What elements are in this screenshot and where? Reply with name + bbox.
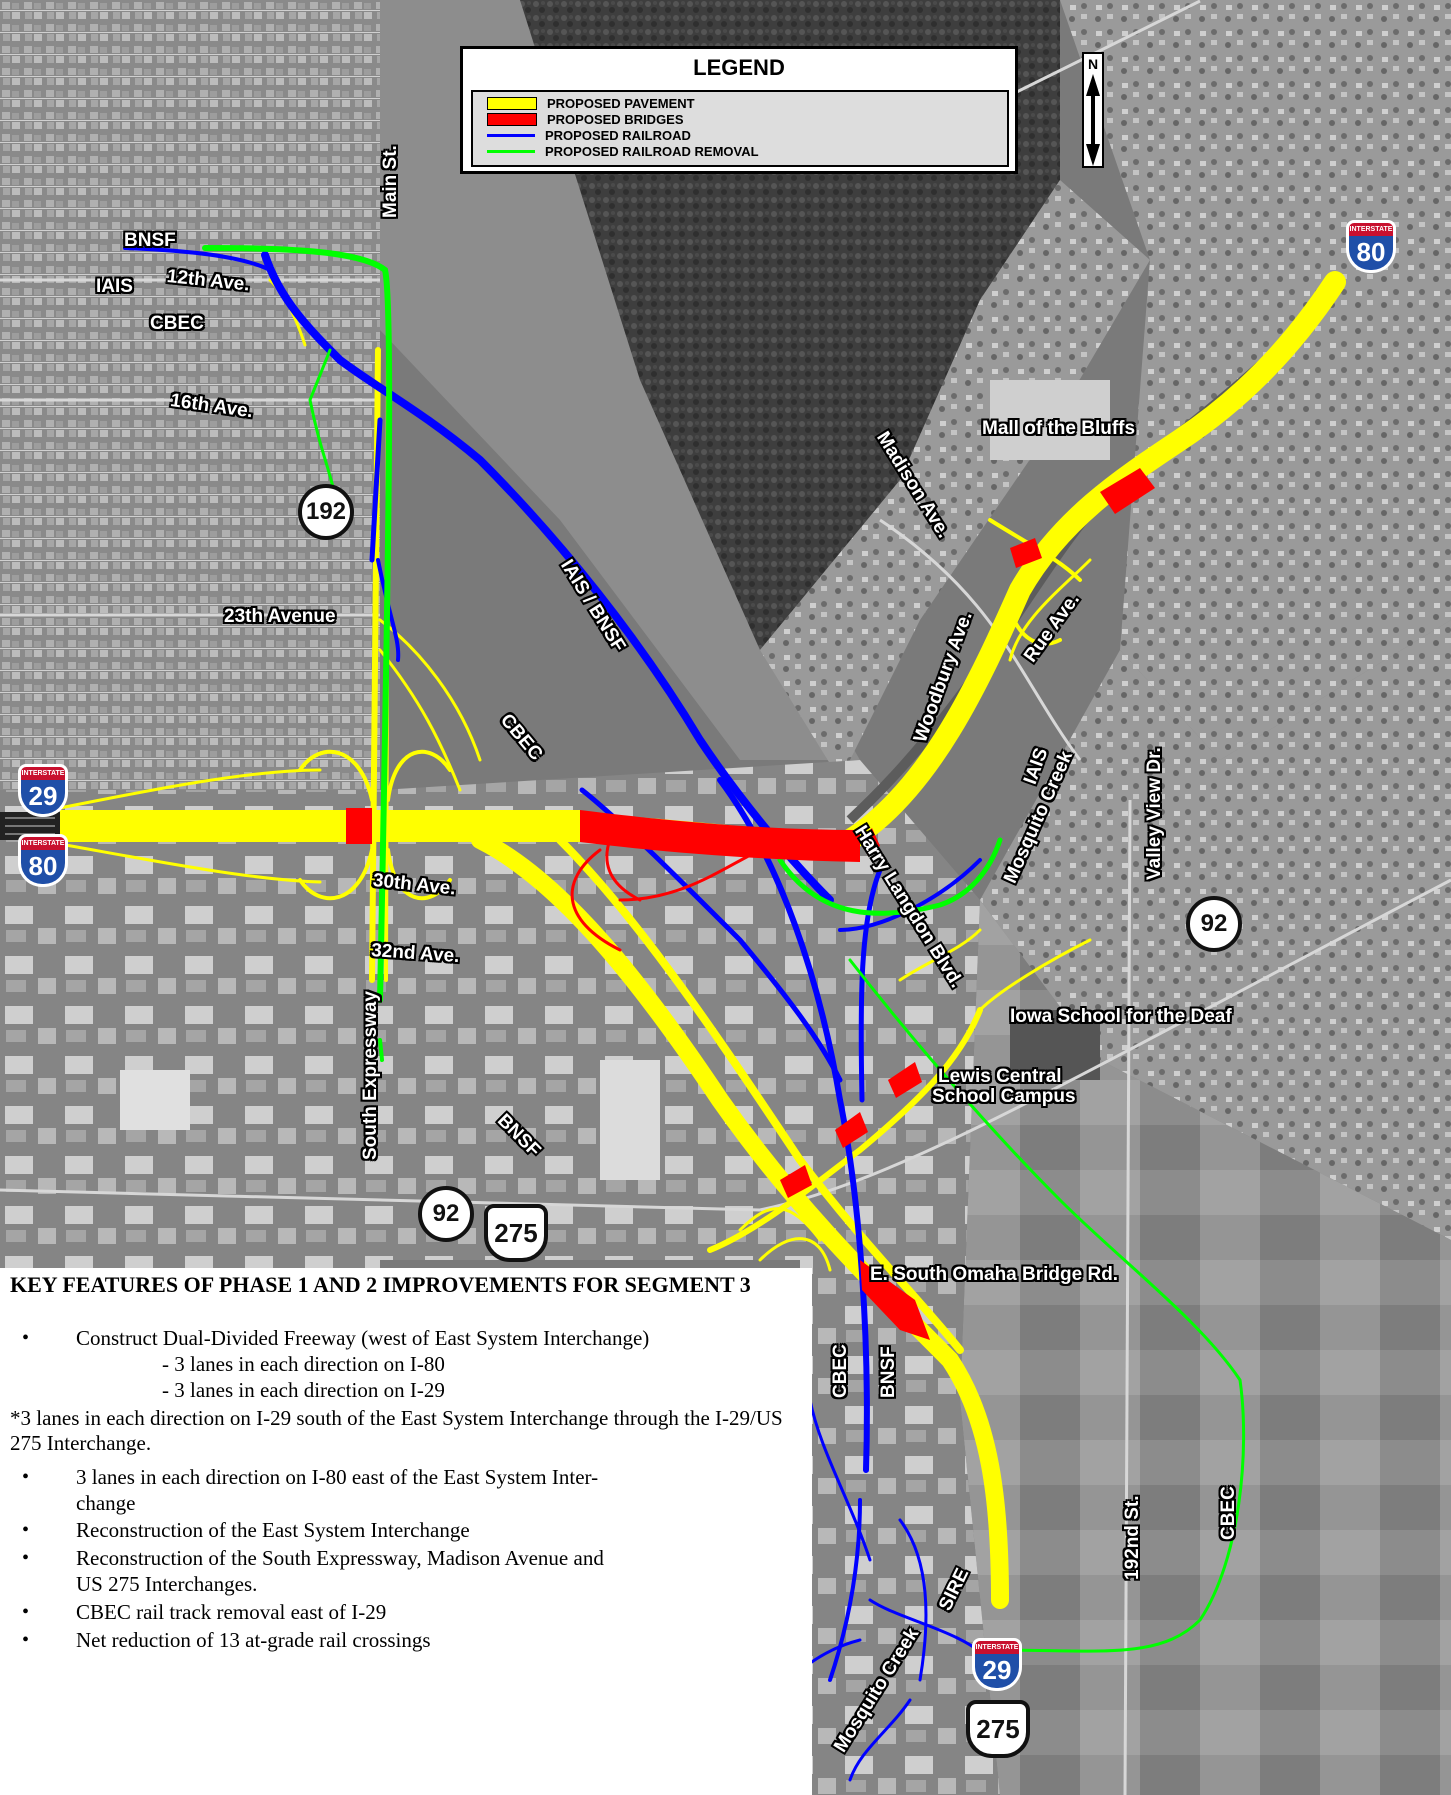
shield-number: 275 — [976, 1713, 1020, 1744]
key-bullet-1: Construct Dual-Divided Freeway (west of … — [76, 1326, 650, 1350]
interstate-word: INTERSTATE — [972, 1638, 1022, 1654]
legend: LEGEND PROPOSED PAVEMENT PROPOSED BRIDGE… — [460, 46, 1018, 174]
key-bullet-5: CBEC rail track removal east of I-29 — [76, 1600, 387, 1624]
legend-items: PROPOSED PAVEMENT PROPOSED BRIDGES PROPO… — [471, 90, 1009, 167]
label-e-south-omaha-bridge-rd: E. South Omaha Bridge Rd. — [870, 1264, 1119, 1285]
interstate-29-shield-icon: INTERSTATE 29 — [18, 764, 68, 818]
legend-item-railroad: PROPOSED RAILROAD — [487, 127, 691, 143]
shield-number: 275 — [494, 1217, 538, 1248]
label-23th-avenue: 23th Avenue — [224, 606, 336, 627]
legend-label: PROPOSED RAILROAD REMOVAL — [545, 143, 759, 159]
shield-number: 92 — [432, 1200, 460, 1227]
label-cbec-top: CBEC — [150, 313, 204, 334]
bullet: • — [22, 1519, 30, 1541]
legend-swatch-railroad — [487, 133, 535, 137]
label-iais-top: IAIS — [96, 276, 133, 297]
legend-item-bridges: PROPOSED BRIDGES — [487, 111, 684, 127]
legend-label: PROPOSED RAILROAD — [545, 127, 691, 143]
bullet: • — [22, 1327, 30, 1349]
legend-swatch-bridges — [487, 112, 537, 126]
state-route-192-shield-icon: 192 — [298, 484, 354, 540]
north-arrow-icon: N — [1082, 52, 1104, 168]
shield-number: 80 — [18, 850, 68, 887]
key-note: *3 lanes in each direction on I-29 south… — [10, 1406, 783, 1455]
bullet: • — [22, 1629, 30, 1651]
state-route-92-shield-icon: 92 — [1186, 896, 1242, 952]
label-school-campus: School Campus — [932, 1086, 1076, 1107]
label-cbec-low: CBEC — [830, 1344, 851, 1398]
interstate-80-shield-icon: INTERSTATE 80 — [1346, 220, 1396, 274]
interstate-29-shield-icon: INTERSTATE 29 — [972, 1638, 1022, 1692]
us-route-275-shield-icon: 275 — [966, 1700, 1030, 1758]
label-bnsf-top: BNSF — [124, 230, 176, 251]
key-features-title: KEY FEATURES OF PHASE 1 AND 2 IMPROVEMEN… — [10, 1272, 751, 1297]
bullet: • — [22, 1601, 30, 1623]
state-route-92-shield-icon: 92 — [418, 1186, 474, 1242]
label-mall-of-the-bluffs: Mall of the Bluffs — [982, 418, 1136, 439]
label-valley-view-dr: Valley View Dr. — [1144, 747, 1165, 880]
key-bullet-4-cont: US 275 Interchanges. — [76, 1572, 258, 1596]
legend-label: PROPOSED PAVEMENT — [547, 95, 695, 111]
key-bullet-2-cont: change — [76, 1491, 136, 1515]
key-bullet-3: Reconstruction of the East System Interc… — [76, 1518, 470, 1542]
key-sub-2: - 3 lanes in each direction on I-29 — [162, 1378, 445, 1402]
shield-number: 192 — [305, 498, 347, 525]
label-iowa-school-for-the-deaf: Iowa School for the Deaf — [1010, 1006, 1232, 1027]
legend-label: PROPOSED BRIDGES — [547, 111, 684, 127]
arrow-shape — [1086, 74, 1100, 166]
interstate-word: INTERSTATE — [1346, 220, 1396, 236]
shield-number: 92 — [1200, 910, 1228, 937]
label-192nd-st: 192nd St. — [1122, 1495, 1143, 1580]
shield-number: 29 — [972, 1654, 1022, 1691]
legend-item-removal: PROPOSED RAILROAD REMOVAL — [487, 143, 759, 159]
us-route-275-shield-icon: 275 — [484, 1204, 548, 1262]
shield-number: 80 — [1346, 236, 1396, 273]
key-bullet-6: Net reduction of 13 at-grade rail crossi… — [76, 1628, 431, 1652]
shield-number: 29 — [18, 780, 68, 817]
label-bnsf-low: BNSF — [878, 1346, 899, 1398]
bullet: • — [22, 1547, 30, 1569]
key-bullet-2: 3 lanes in each direction on I-80 east o… — [76, 1465, 599, 1489]
legend-item-pavement: PROPOSED PAVEMENT — [487, 95, 695, 111]
legend-swatch-pavement — [487, 96, 537, 110]
key-sub-1: - 3 lanes in each direction on I-80 — [162, 1352, 445, 1376]
north-letter: N — [1087, 56, 1099, 72]
key-bullet-4: Reconstruction of the South Expressway, … — [76, 1546, 604, 1570]
label-south-expressway: South Expressway — [360, 991, 381, 1160]
interstate-word: INTERSTATE — [18, 834, 68, 850]
label-main-st: Main St. — [380, 145, 401, 218]
key-features-box: KEY FEATURES OF PHASE 1 AND 2 IMPROVEMEN… — [0, 1268, 812, 1795]
legend-title: LEGEND — [693, 55, 785, 80]
interstate-word: INTERSTATE — [18, 764, 68, 780]
label-lewis-central: Lewis Central — [938, 1066, 1062, 1087]
legend-swatch-removal — [487, 149, 535, 153]
bullet: • — [22, 1466, 30, 1488]
label-cbec-right: CBEC — [1218, 1486, 1239, 1540]
interstate-80-shield-icon: INTERSTATE 80 — [18, 834, 68, 888]
